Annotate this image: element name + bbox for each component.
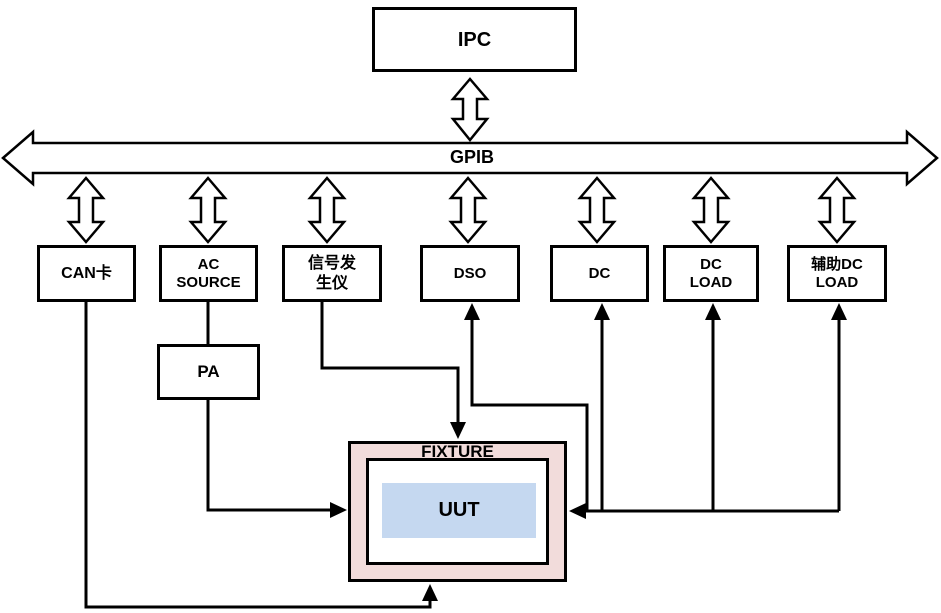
double-arrow-aux-dc-load [817,176,857,244]
line-signal-generator-to-fixture [320,302,466,439]
double-arrow-ipc [450,77,490,142]
node-ac-source-line1: AC [197,255,220,273]
node-uut: UUT [382,483,536,538]
node-dc-label: DC [588,264,611,282]
node-aux-dc-load-line2: LOAD [815,273,859,291]
line-can-to-fixture [84,302,438,609]
node-fixture: FIXTURE UUT [348,441,567,582]
node-ipc: IPC [372,7,577,72]
node-dso-label: DSO [453,264,487,282]
node-can-card-label: CAN卡 [61,264,112,282]
node-can-card: CAN卡 [37,245,136,302]
line-bus-to-dc [594,303,610,511]
node-signal-generator-line2: 生仪 [315,274,348,292]
gpib-drop-double-arrows [66,77,857,244]
node-ac-source: AC SOURCE [159,245,258,302]
node-pa-label: PA [197,361,220,381]
double-arrow-dc-load [691,176,731,244]
node-ac-source-line2: SOURCE [176,273,241,291]
double-arrow-dc [577,176,617,244]
line-bus-to-fixture-right [569,503,839,519]
line-bus-to-aux-dc-load [831,303,847,511]
node-signal-generator: 信号发 生仪 [282,245,382,302]
double-arrow-dso [448,176,488,244]
double-arrow-can [66,176,106,244]
node-fixture-label: FIXTURE [421,442,494,461]
line-fixture-to-dso [464,303,589,511]
node-ipc-label: IPC [457,28,492,51]
gpib-bus-label: GPIB [449,147,494,167]
double-arrow-signal-generator [307,176,347,244]
node-aux-dc-load-line1: 辅助DC [811,255,863,273]
node-dc-load-line2: LOAD [689,273,733,291]
line-bus-to-dc-load [705,303,721,511]
node-signal-generator-line1: 信号发 [307,255,356,273]
double-arrow-ac-source [188,176,228,244]
node-dc-load-line1: DC [700,255,722,273]
node-uut-label: UUT [438,499,480,521]
gpib-bus-arrow [1,129,939,187]
node-dc: DC [550,245,649,302]
line-pa-to-fixture [206,400,347,518]
node-dso: DSO [420,245,520,302]
node-pa: PA [157,344,260,400]
fixture-inner-frame: UUT [366,458,549,565]
node-dc-load: DC LOAD [663,245,759,302]
node-aux-dc-load: 辅助DC LOAD [787,245,887,302]
